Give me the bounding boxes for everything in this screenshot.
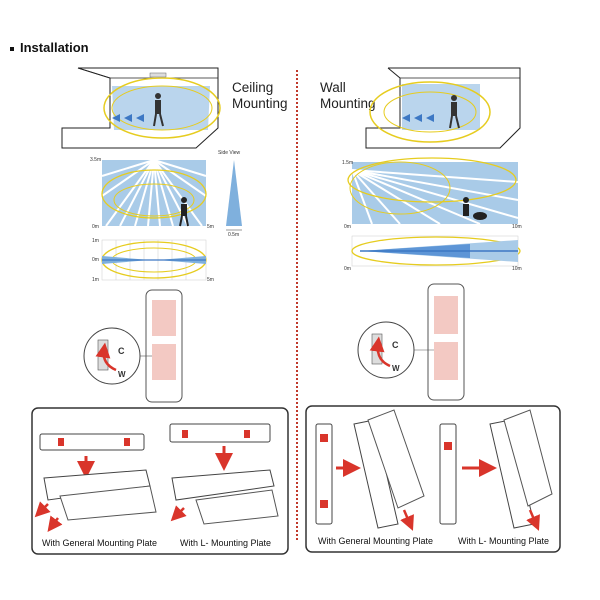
wall-top-origin: 0m	[344, 224, 351, 230]
wall-dial-letter-c: C	[392, 340, 399, 350]
wall-top-range: 10m	[512, 224, 522, 230]
ceiling-title-line1: Ceiling	[232, 80, 274, 95]
ceiling-mid-label-center: 0m	[92, 257, 99, 263]
ceiling-mid-label-top: 1m	[92, 238, 99, 244]
wall-title: Wall Mounting	[320, 80, 376, 112]
ceiling-title: Ceiling Mounting	[232, 80, 288, 112]
wall-mid-origin: 0m	[344, 266, 351, 272]
ceiling-mid-label-bottom: 1m	[92, 277, 99, 283]
bullet-icon	[10, 46, 14, 51]
wall-caption-general: With General Mounting Plate	[318, 536, 434, 546]
side-view-label: Side View	[218, 150, 241, 156]
ceiling-installation-box	[31, 407, 289, 555]
ceiling-detector-diagram	[83, 289, 183, 403]
ceiling-dial-letter-c: C	[118, 346, 125, 356]
wall-title-line2: Mounting	[320, 96, 376, 111]
section-divider	[296, 70, 298, 540]
wall-mid-range: 10m	[512, 266, 522, 272]
ceiling-top-range: 5m	[207, 224, 214, 230]
ceiling-top-coverage	[101, 159, 207, 227]
section-title: Installation	[20, 40, 89, 55]
wall-caption-l: With L- Mounting Plate	[458, 536, 550, 546]
ceiling-top-origin: 0m	[92, 224, 99, 230]
ceiling-title-line2: Mounting	[232, 96, 288, 111]
ceiling-top-height: 3.5m	[90, 157, 102, 163]
wall-top-height: 1.5m	[342, 160, 354, 166]
wall-title-line1: Wall	[320, 80, 346, 95]
ceiling-caption-general: With General Mounting Plate	[42, 538, 158, 548]
ceiling-dial-letter-w: W	[118, 370, 126, 379]
ceiling-room-illustration	[61, 67, 221, 149]
ceiling-mid-coverage	[101, 239, 207, 281]
wall-room-illustration	[365, 67, 521, 149]
section-heading: Installation	[10, 40, 89, 55]
wall-mid-coverage	[351, 235, 521, 267]
ceiling-caption-l: With L- Mounting Plate	[180, 538, 272, 548]
ceiling-mid-range: 5m	[207, 277, 214, 283]
ceiling-side-view	[226, 160, 242, 231]
wall-detector-diagram	[357, 283, 465, 401]
side-view-dim: 0.5m	[228, 232, 240, 238]
wall-dial-letter-w: W	[392, 364, 400, 373]
wall-installation-box	[305, 405, 561, 553]
wall-top-coverage	[347, 157, 519, 225]
